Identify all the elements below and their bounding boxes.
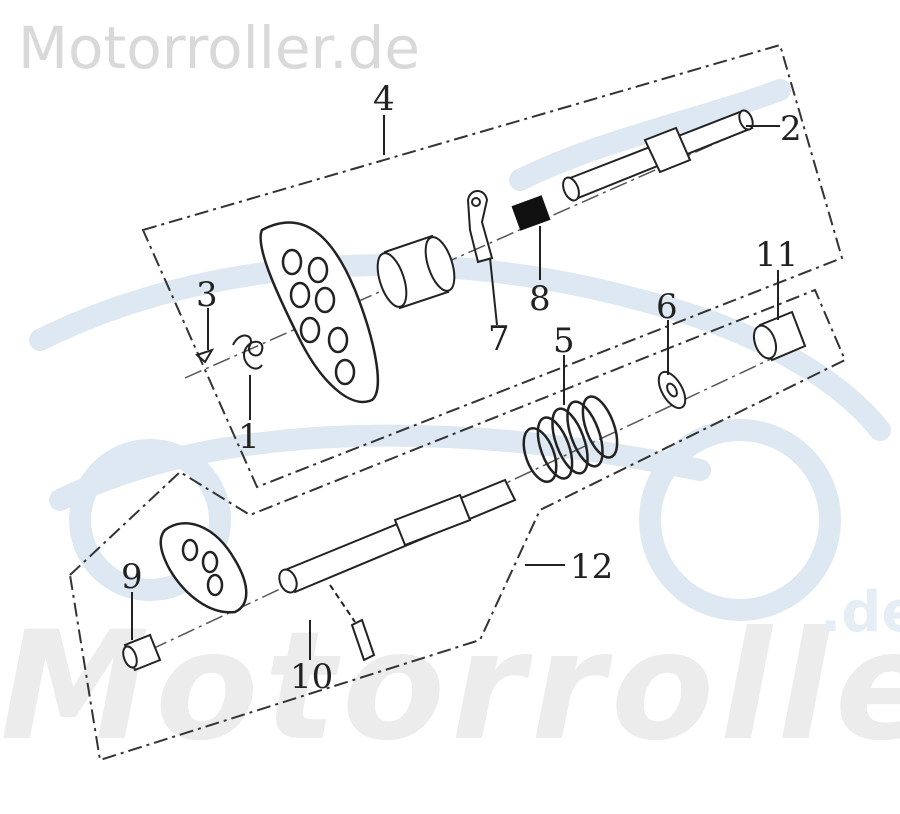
part-1-spring bbox=[232, 334, 264, 370]
part-2-shaft bbox=[562, 109, 754, 202]
part-5-coil-spring bbox=[522, 395, 619, 483]
part-6-washer bbox=[657, 370, 687, 410]
watermark-corner: .de bbox=[820, 580, 900, 645]
callout-3: 3 bbox=[196, 275, 218, 315]
part-lower-shaft bbox=[278, 478, 517, 594]
scooter-watermark bbox=[29, 79, 891, 621]
callout-8: 8 bbox=[529, 279, 551, 319]
callout-labels: 1 2 3 4 5 6 7 8 9 10 11 12 bbox=[121, 79, 802, 697]
leader-lines bbox=[131, 115, 780, 660]
callout-9: 9 bbox=[121, 557, 143, 597]
part-9-nut bbox=[122, 633, 162, 672]
part-drum-upper bbox=[376, 234, 456, 310]
part-11-sleeve bbox=[752, 310, 807, 362]
callout-7: 7 bbox=[488, 319, 510, 359]
frame-upper-assembly bbox=[141, 43, 844, 489]
watermark-bottom: Motorroller bbox=[0, 600, 900, 774]
callout-5: 5 bbox=[553, 321, 575, 361]
part-3-pin bbox=[195, 348, 215, 364]
part-10-bolt bbox=[329, 584, 376, 662]
watermark-top: Motorroller.de bbox=[18, 14, 421, 82]
part-7-clip bbox=[466, 190, 494, 264]
callout-10: 10 bbox=[290, 657, 333, 697]
callout-2: 2 bbox=[780, 109, 802, 149]
callout-1: 1 bbox=[238, 417, 260, 457]
callout-6: 6 bbox=[656, 287, 678, 327]
callout-4: 4 bbox=[373, 79, 395, 119]
part-plate-upper bbox=[259, 221, 380, 404]
part-8-bushing bbox=[511, 195, 551, 231]
part-plate-lower bbox=[159, 522, 248, 614]
callout-11: 11 bbox=[755, 235, 798, 275]
callout-12: 12 bbox=[570, 547, 613, 587]
